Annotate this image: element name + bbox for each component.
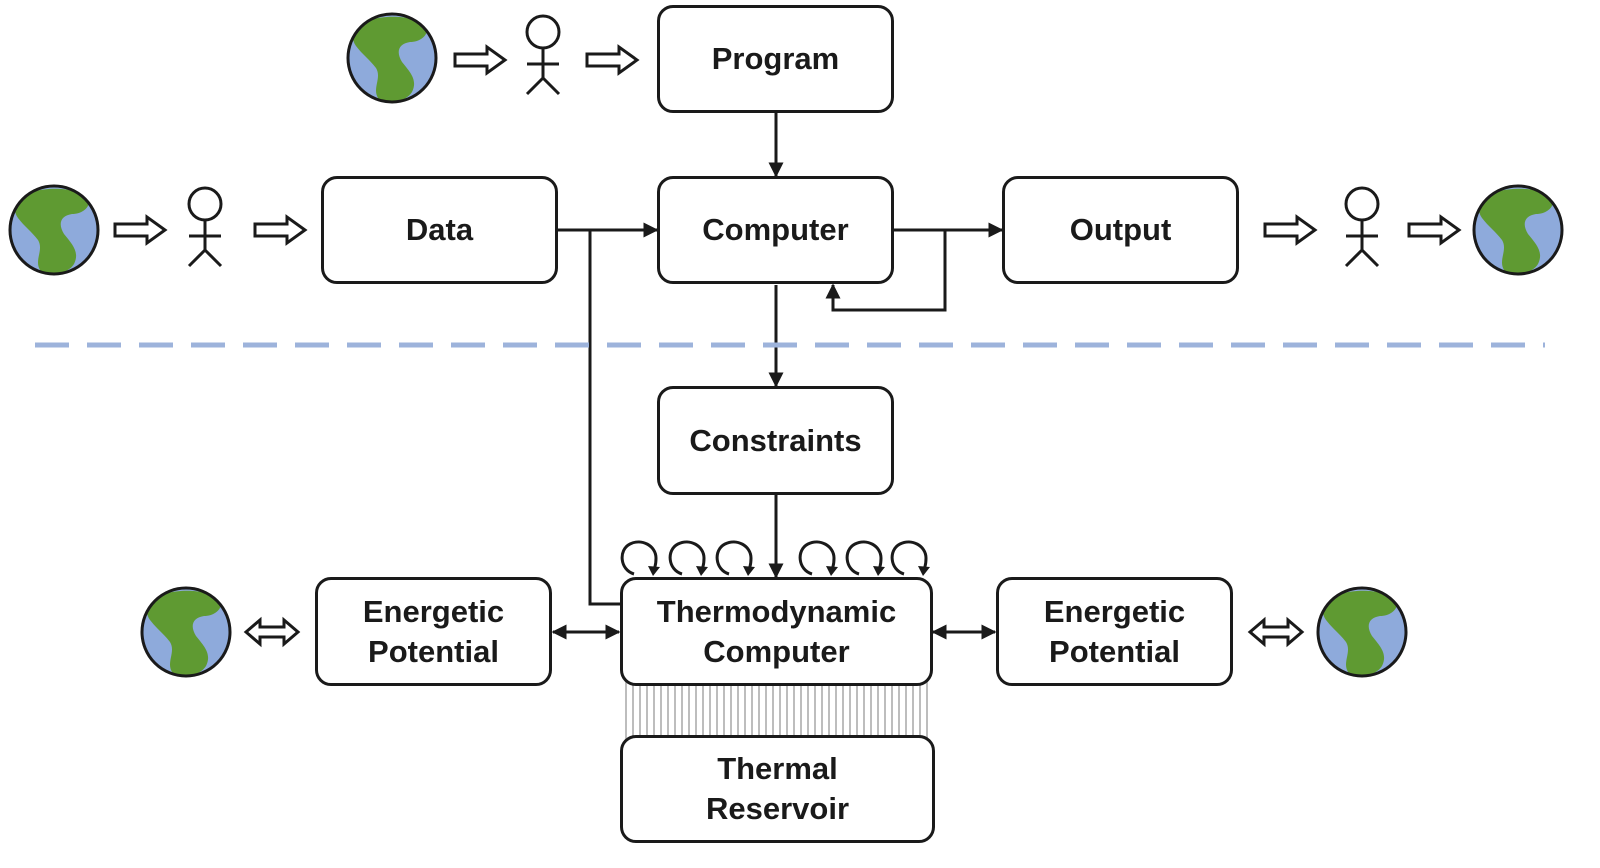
connector-lines [551,113,1004,640]
double-arrow-right-icon [1263,215,1317,245]
thermodynamic-computer-label: Thermodynamic Computer [657,592,896,672]
data-label: Data [405,212,474,247]
loop-arrow-icon [668,540,710,578]
energetic-potential-right-label: Energetic Potential [1044,592,1185,672]
earth-icon [1318,588,1406,676]
thermo-line2: Computer [703,633,850,669]
computer-box: Computer [657,176,894,284]
person-icon [1344,186,1380,268]
program-label: Program [711,41,840,76]
constraints-label: Constraints [689,422,862,458]
double-arrow-right-icon [585,45,639,75]
thermo-line1: Thermodynamic [656,593,897,629]
feedback-loop-arrow [825,230,947,312]
energetic-potential-left-box: Energetic Potential [315,577,552,686]
double-arrow-right-icon [453,45,507,75]
loop-arrow-icon [798,540,840,578]
loop-arrow-icon [890,540,932,578]
person-icon [525,14,561,96]
reservoir-line2: Reservoir [705,791,850,826]
earth-icon [142,588,230,676]
double-arrow-right-icon [113,215,167,245]
loop-arrow-icon [845,540,887,578]
program-box: Program [657,5,894,113]
thermodynamic-computer-box: Thermodynamic Computer [620,577,933,686]
double-arrow-both-icon [244,618,300,646]
computer-label: Computer [702,212,849,247]
earth-icon [348,14,436,102]
thermal-reservoir-box: Thermal Reservoir [620,735,935,843]
output-label: Output [1069,212,1172,247]
thermal-coupling-hatch [622,680,932,740]
energetic-left-line1: Energetic [362,593,505,629]
output-box: Output [1002,176,1239,284]
loop-arrow-icon [620,540,662,578]
energetic-left-line2: Potential [368,633,499,669]
reservoir-line1: Thermal [717,751,838,786]
data-to-thermo-line [588,230,622,606]
energetic-potential-right-box: Energetic Potential [996,577,1233,686]
energetic-right-line2: Potential [1049,633,1180,669]
double-arrow-right-icon [253,215,307,245]
earth-icon [10,186,98,274]
person-icon [187,186,223,268]
double-arrow-both-icon [1248,618,1304,646]
loop-arrow-icon [715,540,757,578]
data-box: Data [321,176,558,284]
earth-icon [1474,186,1562,274]
double-arrow-right-icon [1407,215,1461,245]
energetic-right-line1: Energetic [1043,593,1186,629]
constraints-box: Constraints [657,386,894,495]
energetic-potential-left-label: Energetic Potential [363,592,504,672]
thermal-reservoir-label: Thermal Reservoir [706,749,849,829]
